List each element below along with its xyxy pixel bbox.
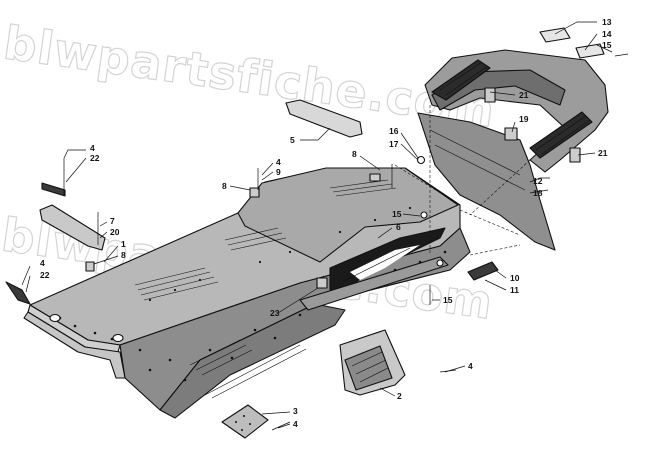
callout-15: 15 [602,40,612,50]
guide-lines [394,105,531,256]
callout-labels: 13 14 15 21 5 16 17 19 21 4 22 8 4 9 8 1… [40,17,612,429]
callout-4: 4 [40,258,45,268]
callout-22: 22 [90,153,100,163]
callout-22: 22 [40,270,50,280]
snow-flap [417,112,556,251]
rear-bumper-assembly [424,27,609,173]
callout-1: 1 [121,239,126,249]
callout-19: 19 [519,114,529,124]
callout-13: 13 [602,17,612,27]
callout-8: 8 [121,250,126,260]
plate-3 [221,404,269,439]
callout-21: 21 [519,90,529,100]
callout-14: 14 [602,29,612,39]
deck-texture [134,179,397,399]
callout-17: 17 [389,139,399,149]
callout-8: 8 [222,181,227,191]
callout-21: 21 [598,148,608,158]
part-5-strip [285,99,363,138]
callout-7: 7 [110,216,115,226]
callout-4: 4 [468,361,473,371]
callout-6: 6 [396,222,401,232]
left-hinge-strap [5,182,106,305]
running-board-rail [299,256,449,311]
callout-8: 8 [352,149,357,159]
callout-11: 11 [510,285,519,295]
callout-4: 4 [293,419,298,429]
fastener-shafts [63,53,629,431]
hardware-brackets [85,87,581,289]
leader-lines [21,21,613,429]
callout-23: 23 [270,308,280,318]
step-pad [467,261,499,281]
callout-20: 20 [110,227,120,237]
callout-12: 12 [533,176,543,186]
callout-4: 4 [90,143,95,153]
callout-9: 9 [276,167,281,177]
callout-16: 16 [389,126,399,136]
callout-2: 2 [397,391,402,401]
callout-10: 10 [510,273,520,283]
bracket-2 [339,329,406,396]
callout-15: 15 [392,209,402,219]
callout-18: 18 [533,188,543,198]
callout-4: 4 [276,157,281,167]
callout-5: 5 [290,135,295,145]
callout-3: 3 [293,406,298,416]
callout-15: 15 [443,295,453,305]
